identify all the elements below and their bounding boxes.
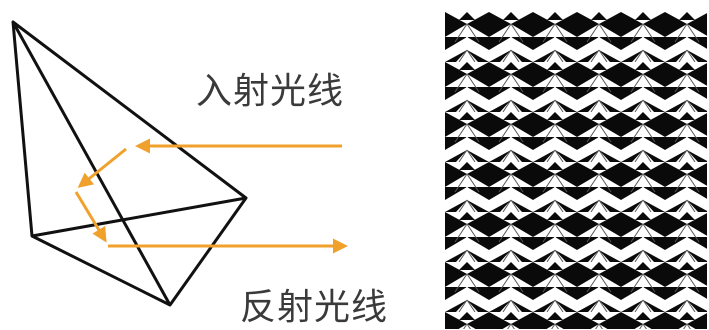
prism-edge-back	[31, 196, 247, 238]
reflected-ray-label: 反射光线	[240, 287, 389, 328]
internal-ray-segment-2	[74, 191, 107, 243]
retroreflector-pattern-panel	[445, 12, 707, 329]
prism-edge-apex-bottom	[11, 21, 172, 306]
internal-ray-segment-1	[77, 147, 127, 188]
prism-diagram	[11, 20, 248, 307]
incident-ray-label: 入射光线	[196, 71, 345, 112]
incident-ray	[74, 138, 342, 243]
